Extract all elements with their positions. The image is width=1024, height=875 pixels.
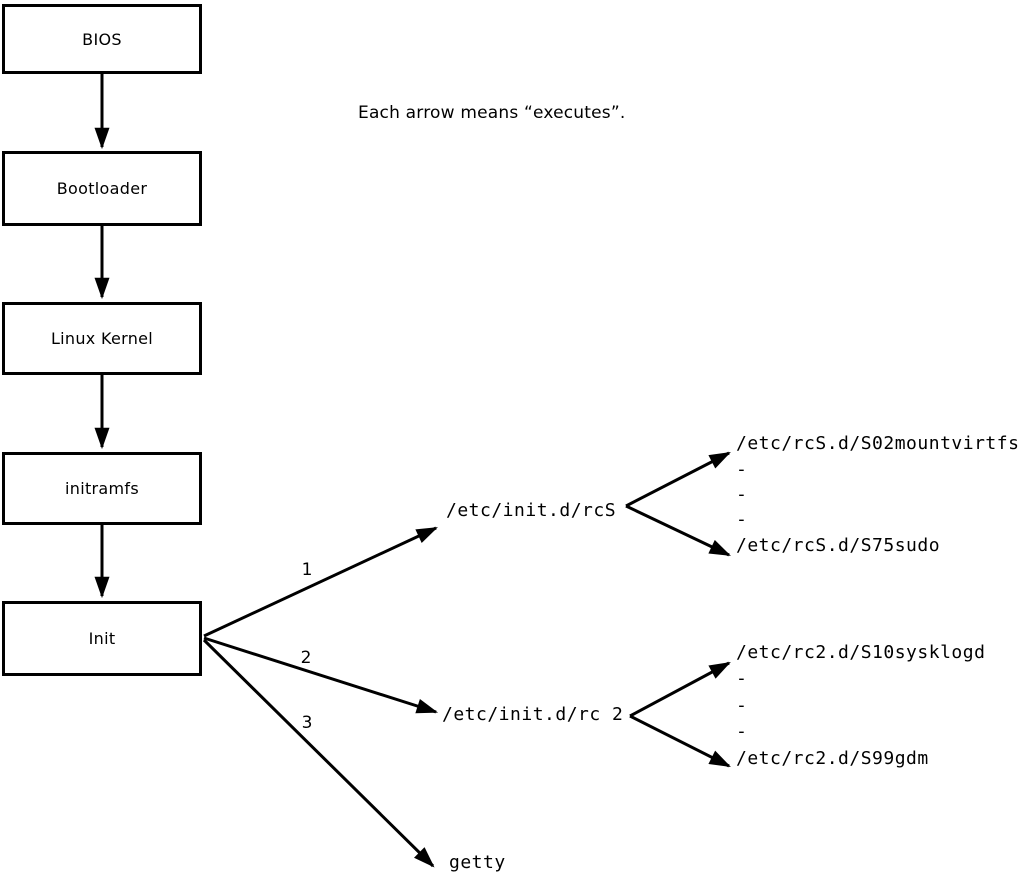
legend-note: Each arrow means “executes”. bbox=[358, 103, 626, 123]
edge-label-2: 2 bbox=[300, 648, 312, 668]
arrow-rc2-to-s10sysklogd bbox=[629, 661, 731, 718]
rcs-child-s02mountvirtfs: /etc/rcS.d/S02mountvirtfs bbox=[736, 433, 1020, 454]
arrow-rc2-to-s99gdm bbox=[629, 714, 731, 768]
rc2-child-ellipsis-dash: - bbox=[736, 695, 748, 716]
edge-label-3: 3 bbox=[301, 713, 313, 733]
node-rcs-script: /etc/init.d/rcS bbox=[446, 500, 617, 521]
node-initramfs-label: initramfs bbox=[65, 479, 139, 498]
node-bios: BIOS bbox=[2, 4, 202, 74]
node-linux-kernel: Linux Kernel bbox=[2, 302, 202, 375]
node-init-label: Init bbox=[88, 629, 116, 648]
arrow-rcs-to-s75sudo bbox=[625, 504, 731, 557]
rc2-child-s10sysklogd: /etc/rc2.d/S10sysklogd bbox=[736, 642, 986, 663]
rcs-child-ellipsis-dash: - bbox=[736, 459, 748, 480]
rcs-child-ellipsis-dash: - bbox=[736, 509, 748, 530]
node-getty: getty bbox=[449, 852, 506, 873]
rc2-child-ellipsis-dash: - bbox=[736, 668, 748, 689]
node-linux-kernel-label: Linux Kernel bbox=[50, 329, 154, 348]
arrow-rcs-to-s02mountvirtfs bbox=[625, 451, 731, 508]
node-initramfs: initramfs bbox=[2, 452, 202, 525]
rcs-child-s75sudo: /etc/rcS.d/S75sudo bbox=[736, 535, 941, 556]
node-bootloader: Bootloader bbox=[2, 151, 202, 226]
node-rc2-script: /etc/init.d/rc 2 bbox=[442, 704, 624, 725]
node-bootloader-label: Bootloader bbox=[56, 179, 148, 198]
node-init: Init bbox=[2, 601, 202, 676]
arrow-init-to-getty bbox=[202, 638, 435, 868]
node-bios-label: BIOS bbox=[82, 29, 122, 49]
rc2-child-ellipsis-dash: - bbox=[736, 721, 748, 742]
edge-label-1: 1 bbox=[301, 560, 313, 580]
rc2-child-s99gdm: /etc/rc2.d/S99gdm bbox=[736, 748, 929, 769]
arrow-init-to-rcs bbox=[203, 526, 438, 638]
rcs-child-ellipsis-dash: - bbox=[736, 484, 748, 505]
arrow-init-to-rc2 bbox=[203, 636, 439, 714]
